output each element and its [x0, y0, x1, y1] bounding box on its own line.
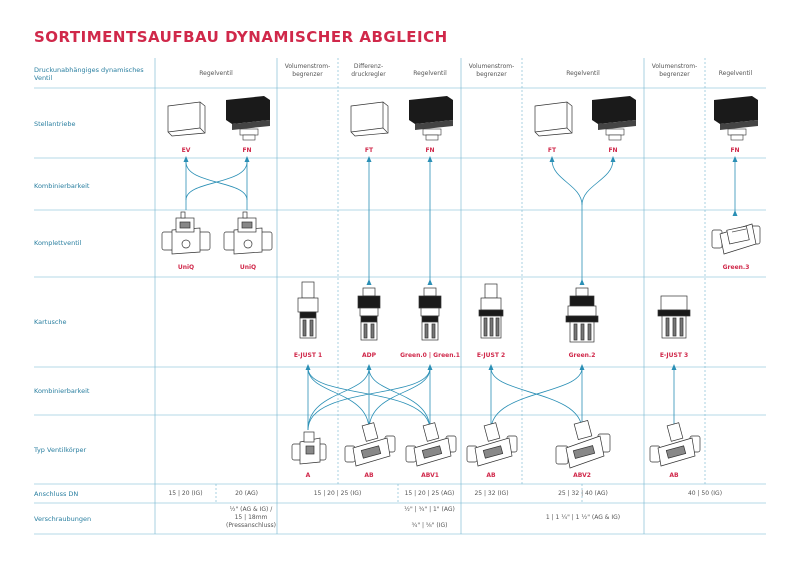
valve-body-abv2-icon [555, 420, 611, 469]
actuator-fn1-icon [226, 96, 270, 141]
label-ft-1: FT [364, 147, 374, 154]
label-body-abv2: ABV2 [573, 472, 591, 479]
label-uniq-1: UniQ [177, 264, 195, 271]
cartridge-ejust2-icon [478, 283, 504, 339]
label-green01: Green.0 | Green.1 [400, 352, 460, 359]
label-fn-2: FN [425, 147, 435, 154]
valve-body-ab1-icon [344, 422, 396, 467]
label-fn-3: FN [608, 147, 618, 154]
label-ejust3: E-JUST 3 [659, 352, 689, 359]
valve-body-abv1-icon [405, 422, 457, 467]
label-fn-1: FN [242, 147, 252, 154]
row-label-stellantriebe: Stellantriebe [34, 120, 76, 128]
complete-valve-green3-icon [711, 223, 761, 255]
cartridge-green2-icon [565, 287, 599, 343]
actuator-fn4-icon [714, 96, 758, 141]
header-regelventil-1: Regelventil [199, 70, 233, 77]
grid-vertical [154, 58, 645, 534]
label-ejust2: E-JUST 2 [476, 352, 506, 359]
label-green2: Green.2 [568, 352, 596, 359]
row-label-komplettventil: Komplettventil [34, 239, 82, 247]
verschraubungen-col2: ½" | ¾" | 1" (AG) ¾" | ⅝" (IG) [404, 506, 455, 529]
connection-lines [185, 159, 736, 431]
label-ejust1: E-JUST 1 [293, 352, 323, 359]
label-ft-2: FT [547, 147, 557, 154]
anschluss-col7: 40 | 50 (IG) [687, 490, 723, 497]
label-body-abv1: ABV1 [421, 472, 439, 479]
label-body-ab-1: AB [364, 472, 374, 479]
cartridge-ejust1-icon [297, 281, 319, 339]
row-label-anschluss: Anschluss DN [34, 490, 79, 498]
anschluss-col4: 15 | 20 | 25 (AG) [404, 490, 455, 497]
label-green3: Green.3 [722, 264, 750, 271]
header-differenzdruckregler: Differenz- druckregler [351, 63, 386, 78]
valve-body-ab2-icon [466, 422, 518, 467]
verschraubungen-col1: ½" (AG & IG) / 15 | 18mm (Pressanschluss… [226, 506, 276, 529]
header-regelventil-2: Regelventil [413, 70, 447, 77]
row-label-kombinierbarkeit-1: Kombinierbarkeit [34, 182, 90, 190]
verschraubungen-col3: 1 | 1 ¼" | 1 ½" (AG & IG) [545, 514, 621, 521]
label-ev: EV [181, 147, 191, 154]
valve-body-a-icon [291, 431, 327, 465]
anschluss-col6: 25 | 32 | 40 (AG) [558, 490, 608, 497]
label-uniq-2: UniQ [239, 264, 257, 271]
actuator-fn3-icon [592, 96, 636, 141]
label-body-ab-3: AB [669, 472, 679, 479]
anschluss-col3: 15 | 20 | 25 (IG) [313, 490, 362, 497]
complete-valve-uniq1-icon [161, 211, 211, 255]
header-regelventil-3: Regelventil [566, 70, 600, 77]
label-fn-4: FN [730, 147, 740, 154]
anschluss-col2: 20 (AG) [235, 490, 258, 497]
anschluss-col5: 25 | 32 (IG) [474, 490, 509, 497]
actuator-ft2-icon [534, 101, 573, 137]
actuator-ev-icon [167, 101, 206, 137]
row-label-kartusche: Kartusche [34, 318, 67, 326]
label-body-ab-2: AB [486, 472, 496, 479]
label-adp: ADP [361, 352, 377, 359]
page-title: SORTIMENTSAUFBAU DYNAMISCHER ABGLEICH [34, 28, 448, 46]
header-volumenstrombegrenzer-1: Volumenstrom- begrenzer [284, 63, 331, 78]
actuator-ft1-icon [350, 101, 389, 137]
label-body-a: A [305, 472, 311, 479]
row-label-ventilkoerper: Typ Ventilkörper [34, 446, 87, 454]
anschluss-col1: 15 | 20 (IG) [168, 490, 203, 497]
grid-horizontal [34, 87, 766, 535]
cartridge-green01-icon [418, 287, 442, 341]
cartridge-ejust3-icon [657, 295, 691, 339]
header-volumenstrombegrenzer-2: Volumenstrom- begrenzer [468, 63, 515, 78]
grid-vertical-dashed [215, 58, 706, 503]
actuator-fn2-icon [409, 96, 453, 141]
complete-valve-uniq2-icon [223, 211, 273, 255]
valve-body-ab3-icon [649, 422, 701, 467]
arrow-heads [183, 156, 738, 370]
row-label-verschraubungen: Verschraubungen [34, 515, 92, 523]
header-volumenstrombegrenzer-3: Volumenstrom- begrenzer [651, 63, 698, 78]
row-label-kombinierbarkeit-2: Kombinierbarkeit [34, 387, 90, 395]
header-regelventil-4: Regelventil [718, 70, 753, 77]
row-label-header: Druckunabhängiges dynamisches Ventil [34, 66, 144, 82]
cartridge-adp-icon [357, 287, 381, 341]
